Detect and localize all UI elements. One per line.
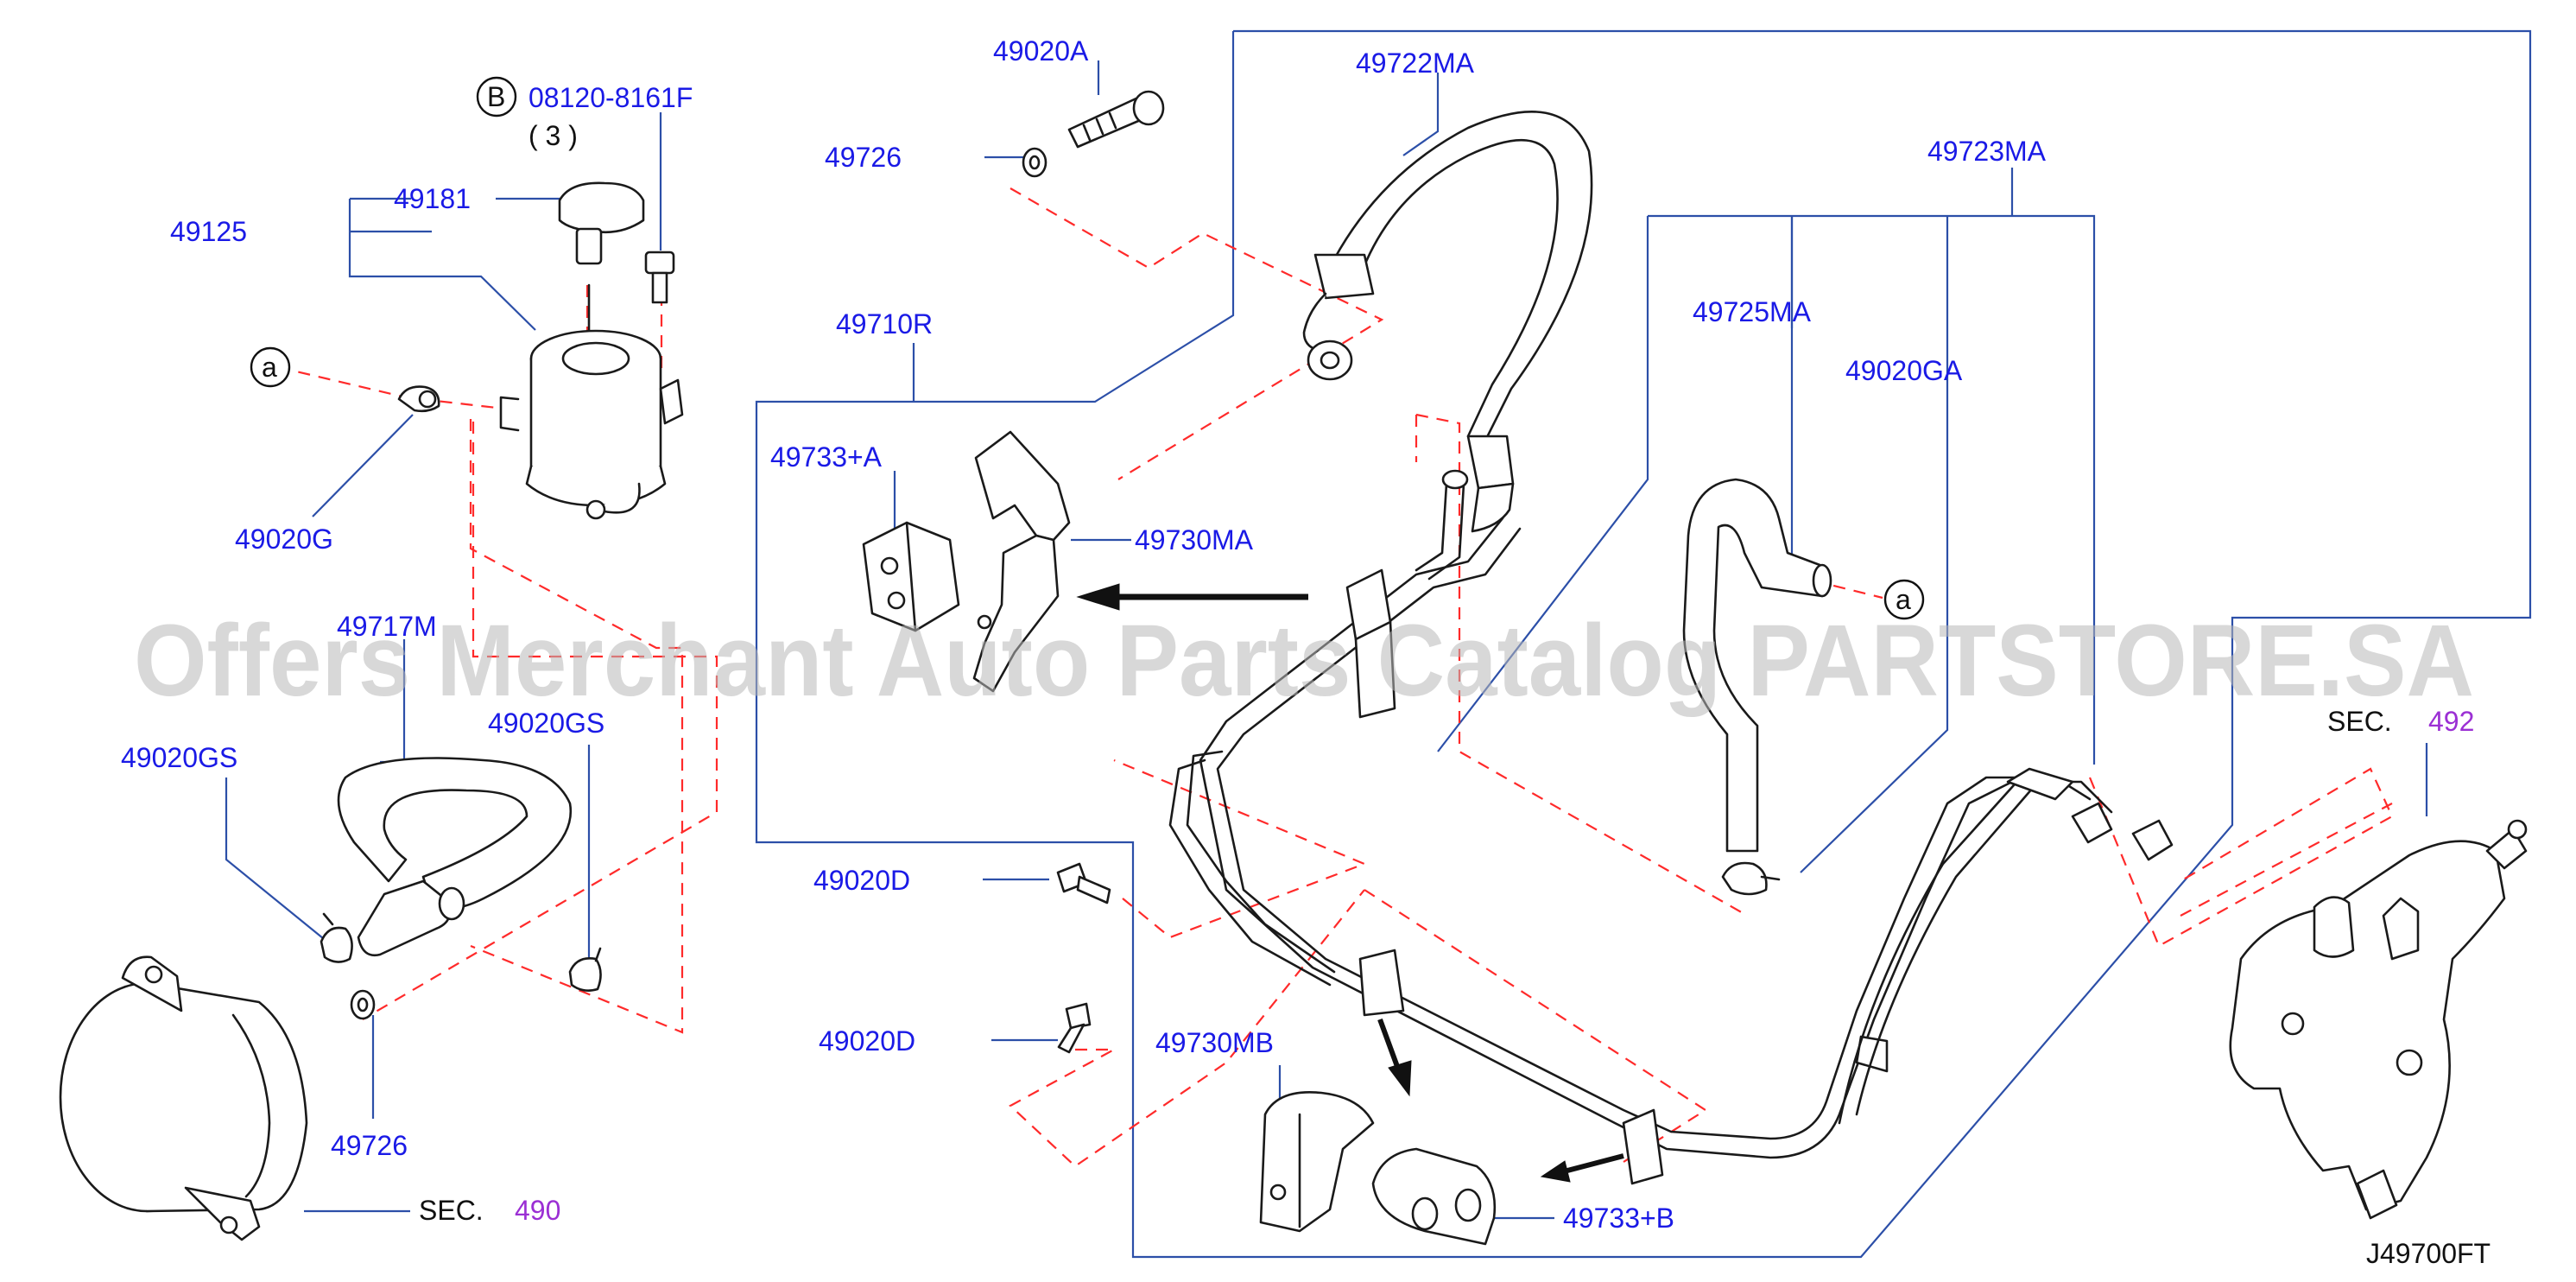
leader-lines (225, 29, 2532, 1259)
label-sec-490[interactable]: 490 (515, 1195, 560, 1226)
part-labels: 49020A 49726 49722MA 49723MA B 08120-816… (121, 35, 2491, 1269)
label-49725MA[interactable]: 49725MA (1693, 296, 1812, 327)
label-08120-8161F[interactable]: 08120-8161F (528, 82, 693, 113)
reservoir-tank-49125 (499, 329, 684, 520)
label-49726-bottom[interactable]: 49726 (331, 1130, 408, 1161)
power-steering-pump (59, 955, 308, 1241)
bolt-49020D-lower (1057, 1002, 1092, 1054)
hose-49725MA (1682, 478, 1832, 853)
label-ref-a-left: a (262, 352, 277, 383)
label-49723MA[interactable]: 49723MA (1927, 136, 2047, 167)
clamp-49020G (397, 385, 440, 413)
bolt-marker-circle (476, 76, 517, 117)
label-49730MA[interactable]: 49730MA (1135, 524, 1254, 555)
tube-clamp-upper (1345, 568, 1396, 719)
bolt-49020D-upper (1056, 862, 1111, 904)
steering-gear-box (2229, 819, 2528, 1220)
callout-markers (250, 76, 1925, 620)
label-sec-492[interactable]: 492 (2428, 706, 2474, 737)
label-sec-right-prefix: SEC. (2327, 706, 2392, 737)
label-49722MA[interactable]: 49722MA (1356, 48, 1475, 79)
label-49020D-upper[interactable]: 49020D (813, 865, 910, 896)
diagram-code: J49700FT (2366, 1238, 2491, 1269)
washer-49726-bottom (350, 989, 376, 1020)
label-49181[interactable]: 49181 (394, 183, 471, 214)
label-49726-top[interactable]: 49726 (825, 142, 902, 173)
bolt-08120-8161F (644, 251, 675, 304)
label-49125[interactable]: 49125 (170, 216, 247, 247)
label-49733B[interactable]: 49733+B (1563, 1203, 1674, 1234)
hose-49717M (337, 757, 573, 957)
label-49733A[interactable]: 49733+A (770, 441, 883, 473)
clamp-49020GA (1721, 861, 1781, 896)
label-49020GS-left[interactable]: 49020GS (121, 742, 237, 773)
label-49717M[interactable]: 49717M (337, 611, 437, 642)
direction-arrows (1076, 583, 1624, 1183)
clamp-49020GS-left (320, 912, 353, 963)
tube-clamp-lower (1622, 1108, 1664, 1185)
label-ref-a-right: a (1896, 584, 1911, 615)
pressure-hose-49722MA (1302, 111, 1593, 533)
label-49710R[interactable]: 49710R (836, 308, 933, 340)
label-49020GS-right[interactable]: 49020GS (488, 708, 604, 739)
tube-clamp-middle (1358, 949, 1405, 1017)
label-49020D-lower[interactable]: 49020D (819, 1025, 915, 1057)
clamp-49020GS-right (568, 947, 602, 992)
tube-assembly-49710R (1168, 469, 2174, 1159)
label-49020G[interactable]: 49020G (235, 524, 333, 555)
bolt-marker-letter: B (487, 81, 505, 112)
dashed-guide-lines (277, 187, 2394, 1168)
label-49020A[interactable]: 49020A (993, 35, 1089, 67)
insulator-49733A (862, 521, 960, 632)
label-bolt-qty: ( 3 ) (528, 120, 578, 151)
washer-49726-top (1022, 147, 1047, 178)
bolt-49020A (1067, 90, 1165, 149)
label-sec-left-prefix: SEC. (419, 1195, 484, 1226)
insulator-49733B (1371, 1147, 1497, 1246)
watermark-text: Offers Merchant Auto Parts Catalog PARTS… (134, 604, 2474, 718)
bracket-49730MA (972, 430, 1071, 693)
label-49020GA[interactable]: 49020GA (1845, 355, 1963, 386)
label-49730MB[interactable]: 49730MB (1155, 1027, 1274, 1058)
reservoir-cap-49181 (558, 181, 645, 339)
ref-a-right-circle (1883, 579, 1925, 620)
ref-a-left-circle (250, 346, 291, 388)
bracket-49730MB (1259, 1091, 1375, 1233)
